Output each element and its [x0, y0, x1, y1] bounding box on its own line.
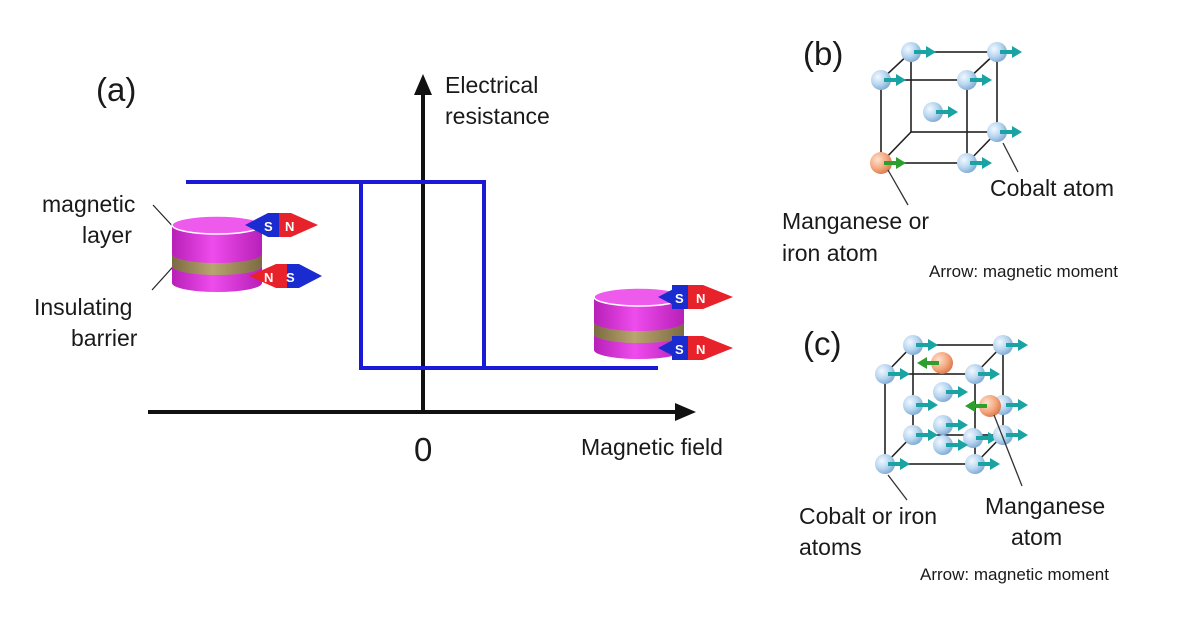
magnet-north-label: N [264, 270, 273, 285]
magnetic-moment-arrow-icon [917, 357, 939, 369]
cobalt-atom [903, 335, 938, 355]
cobalt-atom [993, 425, 1028, 445]
magnet-bottom-left: N S [249, 264, 322, 288]
panel-b-label: (b) [803, 35, 843, 72]
magnet-south-label: S [675, 291, 684, 306]
mtj-stack-parallel: S N S N [593, 285, 733, 360]
panel-a: (a) Electrical resistance Magnetic field… [34, 71, 733, 468]
magnet-south-label: S [264, 219, 273, 234]
cobalt-atom [903, 425, 938, 445]
manganese-atom [870, 152, 906, 174]
manganese-atom [965, 395, 1001, 417]
magnet-south-label: S [286, 270, 295, 285]
magnetic-layer-label-line1: magnetic [42, 191, 135, 217]
cobalt-label-b: Cobalt atom [990, 175, 1114, 201]
magnetic-moment-arrow-icon [946, 386, 968, 398]
manganese-label-c-line1: Manganese [985, 493, 1105, 519]
cobalt-atom [993, 335, 1028, 355]
resistance-low-branch [359, 182, 658, 370]
cobalt-atom [933, 435, 968, 455]
magnet-south-label: S [675, 342, 684, 357]
magnetic-moment-arrow-icon [884, 157, 906, 169]
y-axis-label-line2: resistance [445, 103, 550, 129]
magnet-north-label: N [696, 342, 705, 357]
cobalt-label-c-line1: Cobalt or iron [799, 503, 937, 529]
manganese-atom [917, 352, 953, 374]
magnet-bottom-right: S N [658, 336, 733, 360]
magnetic-moment-arrow-icon [914, 46, 936, 58]
atoms-b [870, 42, 1022, 174]
barrier-label-line2: barrier [71, 325, 138, 351]
cobalt-pointer-b [1002, 142, 1019, 173]
cobalt-atom [965, 364, 1000, 384]
x-axis-arrowhead-icon [675, 403, 696, 421]
magnetic-moment-arrow-icon [978, 368, 1000, 380]
cobalt-atom [965, 454, 1000, 474]
magnetic-moment-arrow-icon [888, 458, 910, 470]
barrier-label-line1: Insulating [34, 294, 132, 320]
magnetic-moment-arrow-icon [884, 74, 906, 86]
magnetic-moment-arrow-icon [1006, 339, 1028, 351]
panel-c: (c) Cobalt or iron atoms Manganese atom … [799, 325, 1109, 584]
panel-a-label: (a) [96, 71, 136, 108]
magnetic-moment-arrow-icon [888, 368, 910, 380]
magnetic-moment-arrow-icon [916, 339, 938, 351]
magnetic-moment-arrow-icon [976, 432, 998, 444]
magnetic-moment-arrow-icon [1006, 429, 1028, 441]
cobalt-atom [963, 428, 998, 448]
cobalt-atom [903, 395, 938, 415]
manganese-pointer-b [887, 169, 909, 206]
magnetic-moment-arrow-icon [936, 106, 958, 118]
magnetic-moment-arrow-icon [916, 429, 938, 441]
magnetic-layer-label-line2: layer [82, 222, 132, 248]
cobalt-atom [871, 70, 906, 90]
manganese-label-c-line2: atom [1011, 524, 1062, 550]
cobalt-atom [923, 102, 958, 122]
magnetic-moment-arrow-icon [916, 399, 938, 411]
cobalt-atom [875, 454, 910, 474]
x-axis-label: Magnetic field [581, 434, 723, 460]
cobalt-atom [875, 364, 910, 384]
manganese-label-b-line1: Manganese or [782, 208, 929, 234]
magnet-top-right: S N [658, 285, 733, 309]
arrow-note-c: Arrow: magnetic moment [920, 565, 1109, 584]
magnetic-moment-arrow-icon [970, 74, 992, 86]
arrow-note-b: Arrow: magnetic moment [929, 262, 1118, 281]
mtj-stack-antiparallel: S N N S [171, 213, 322, 292]
y-axis-arrowhead-icon [414, 74, 432, 95]
magnetic-moment-arrow-icon [1006, 399, 1028, 411]
origin-label: 0 [414, 431, 432, 468]
magnet-north-label: N [285, 219, 294, 234]
magnetic-moment-arrow-icon [965, 400, 987, 412]
cobalt-pointer-c [887, 474, 908, 501]
cobalt-atom [987, 122, 1022, 142]
cobalt-atom [957, 70, 992, 90]
magnetic-moment-arrow-icon [970, 157, 992, 169]
manganese-label-b-line2: iron atom [782, 240, 878, 266]
magnetic-moment-arrow-icon [978, 458, 1000, 470]
cobalt-atom [933, 415, 968, 435]
magnetic-moment-arrow-icon [1000, 46, 1022, 58]
magnet-north-label: N [696, 291, 705, 306]
panel-c-label: (c) [803, 325, 841, 362]
y-axis-label-line1: Electrical [445, 72, 538, 98]
cobalt-atom [957, 153, 992, 173]
panel-b: (b) Cobalt atom Manganese or iron atom A… [782, 35, 1118, 281]
atoms-c [875, 335, 1028, 474]
cobalt-atom [987, 42, 1022, 62]
manganese-pointer-c [993, 414, 1023, 487]
magnet-top-left: S N [245, 213, 318, 237]
cobalt-atom [901, 42, 936, 62]
magnetic-moment-arrow-icon [946, 439, 968, 451]
magnetic-moment-arrow-icon [946, 419, 968, 431]
cobalt-atom [933, 382, 968, 402]
cobalt-label-c-line2: atoms [799, 534, 862, 560]
magnetic-moment-arrow-icon [1000, 126, 1022, 138]
